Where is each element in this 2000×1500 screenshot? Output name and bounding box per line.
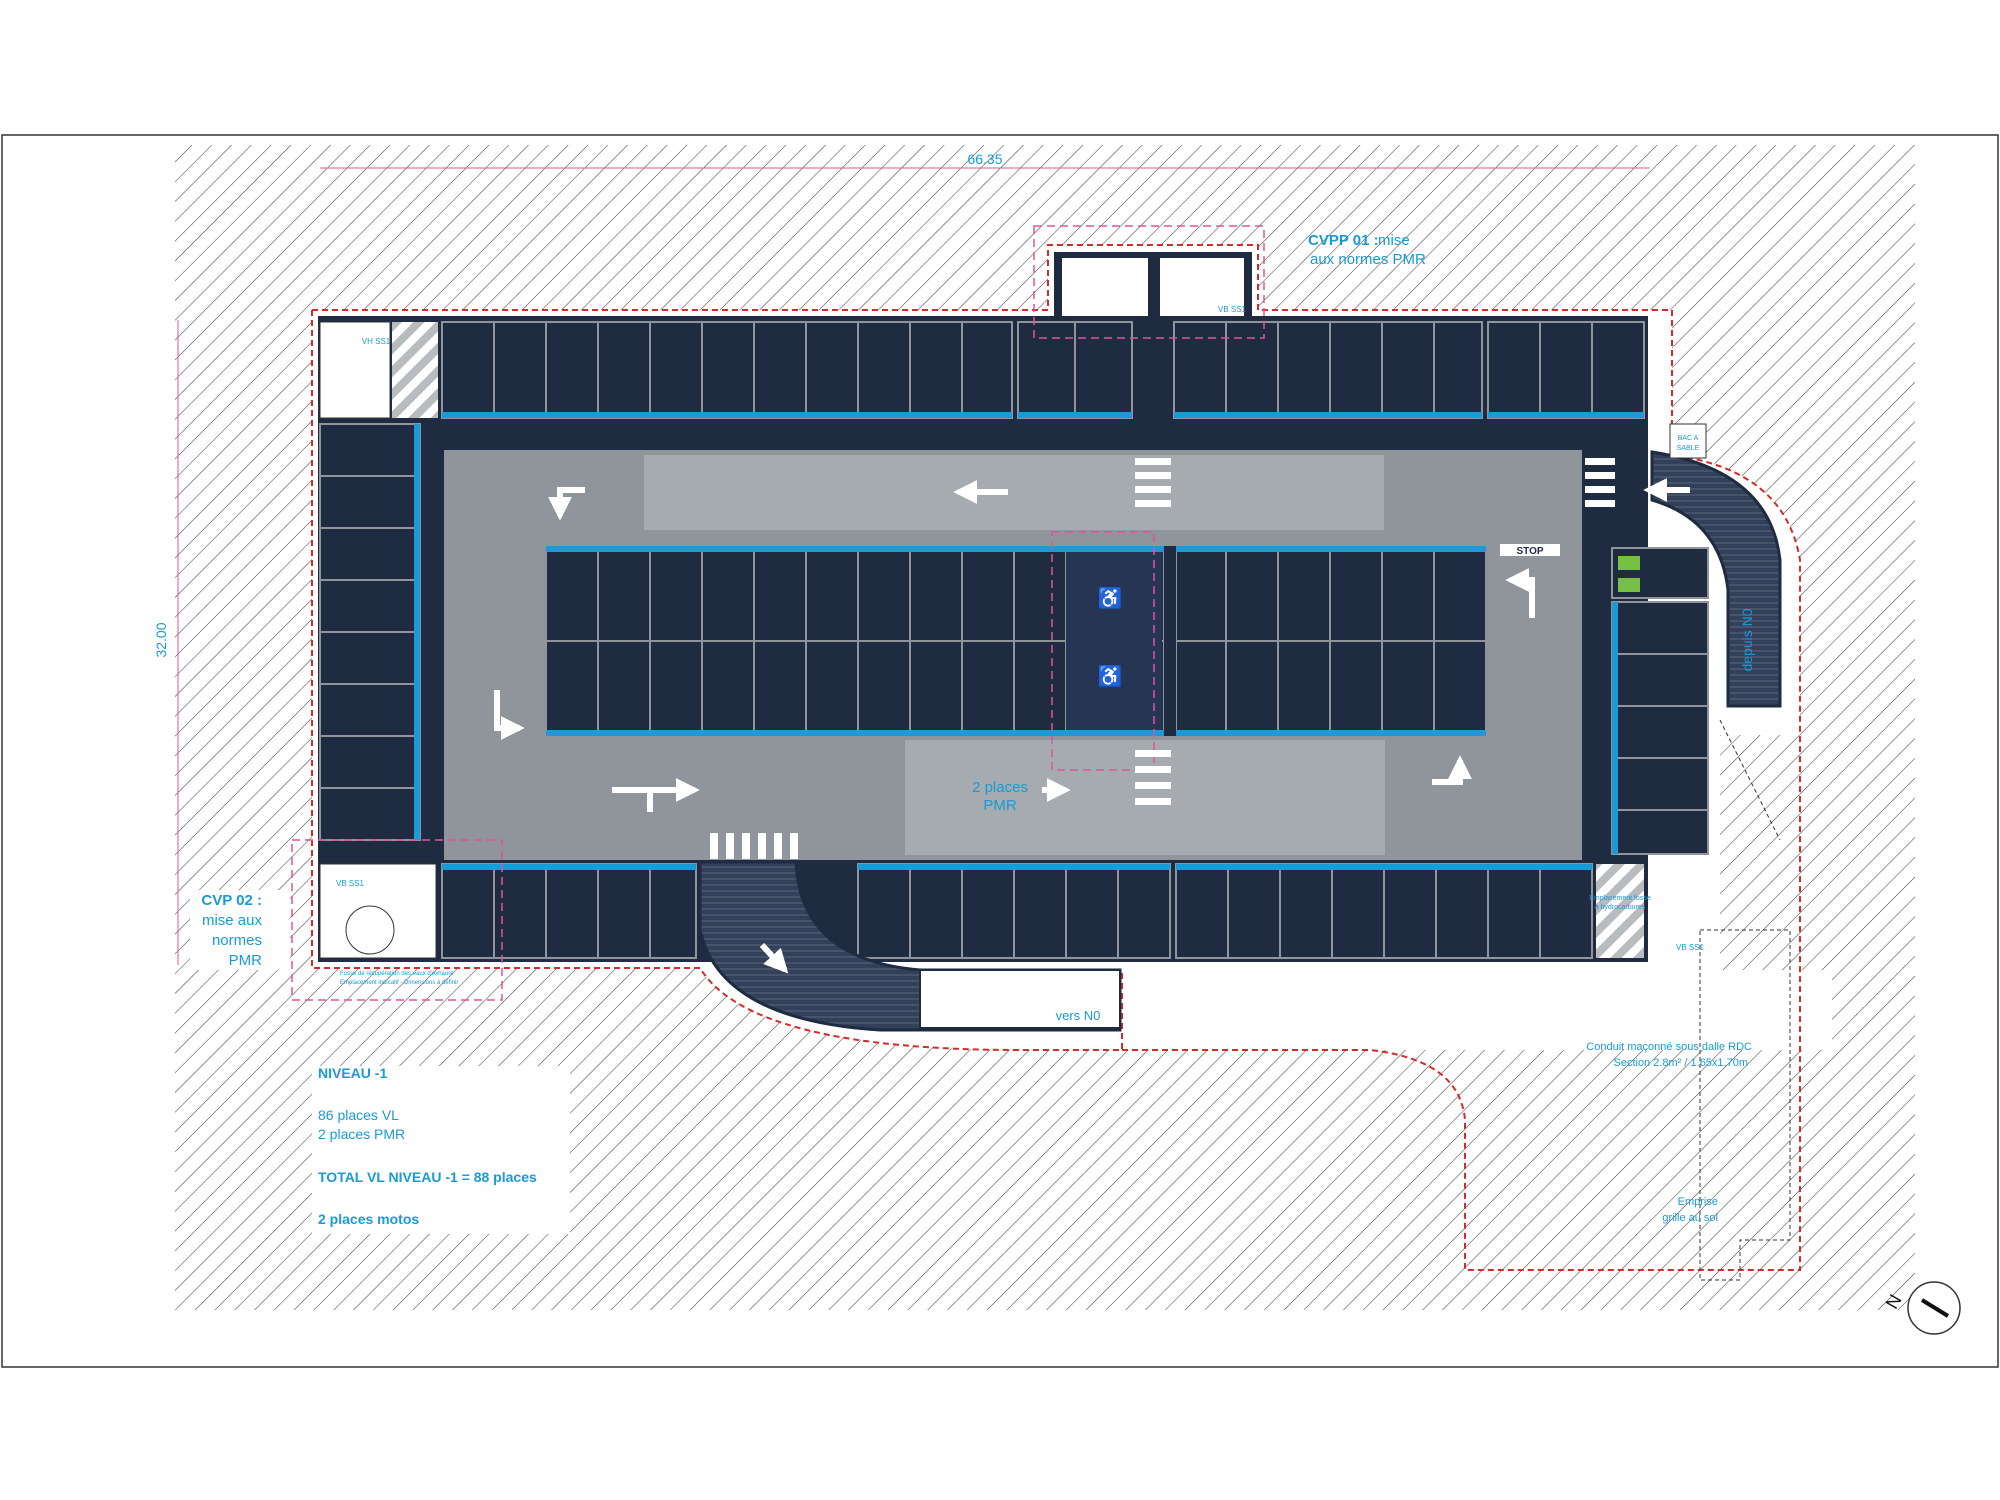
conduit-label-2: Section 2.8m² / 1.65x1.70m: [1613, 1057, 1748, 1069]
vh-ss1-label: VH SS1: [362, 337, 391, 346]
ramp-south-exit: [919, 969, 1121, 1029]
vb-ss1-right-label: VB SS1: [1676, 943, 1705, 952]
cvp02-line3: PMR: [229, 952, 263, 969]
stalls-top-row: [441, 321, 1645, 419]
ramp-northeast: [1650, 450, 1782, 708]
stalls-left-column: [319, 423, 421, 841]
cvpp01-line2: aux normes PMR: [1310, 251, 1426, 268]
summary-total: TOTAL VL NIVEAU -1 = 88 places: [318, 1169, 537, 1185]
lift-north-room: [1160, 258, 1244, 316]
pmr-stalls: ♿ ♿: [1066, 552, 1162, 730]
emprise-label-1: Emprise: [1678, 1196, 1718, 1208]
dimension-height-label: 32.00: [153, 622, 169, 657]
stalls-central-island: [545, 545, 1487, 737]
traffic-arrows: [494, 478, 1690, 974]
summary-vl: 86 places VL: [318, 1107, 399, 1123]
pmr-zone-outline: [1051, 531, 1155, 771]
bac-sable-label-1: BAC A: [1678, 435, 1699, 442]
cvpp01-line1: mise: [1378, 232, 1410, 249]
vb-ss1-top-label: VB SS1: [1218, 305, 1247, 314]
cvpp01-title: CVPP 01 :: [1308, 232, 1379, 249]
summary-motos: 2 places motos: [318, 1211, 419, 1227]
property-boundary: [311, 244, 1801, 1271]
emprise-label-2: grille au sol: [1662, 1212, 1718, 1224]
crosswalks: [710, 458, 1615, 859]
zebra-nw: [392, 322, 438, 418]
summary-box: [312, 1066, 570, 1234]
stalls-right-column: [1611, 547, 1709, 855]
dimension-width: 66.35: [320, 151, 1650, 169]
stop-marking: [1500, 544, 1560, 556]
moto-slot-1-icon: [1618, 556, 1640, 570]
vh-ss1-room: [319, 321, 391, 419]
moto-slot-2-icon: [1618, 578, 1640, 592]
pmr-places-line1: 2 places: [972, 779, 1028, 796]
north-arrow: N: [1882, 1281, 1961, 1335]
aisle-north: [644, 455, 1384, 530]
conduit-label-1: Conduit maçonné sous dalle RDC: [1586, 1041, 1752, 1053]
vers-label: vers N0: [1056, 1008, 1101, 1023]
pmr-places-line2: PMR: [983, 797, 1017, 814]
stop-label: STOP: [1516, 546, 1543, 557]
vb-ss1-left-label: VB SS1: [336, 879, 365, 888]
stair-sw-room: [319, 863, 437, 959]
dimension-height: 32.00: [153, 320, 179, 965]
pmr-symbol-top-icon: ♿: [1098, 586, 1123, 610]
stalls-bottom-row: [441, 863, 1593, 959]
stair-north-room: [1062, 258, 1148, 316]
cvpp01-zone-outline: [1033, 225, 1265, 339]
cvp02-line1: mise aux: [202, 912, 263, 929]
fosse-label-1: Fosse de récupération des eaux d'exhaure: [340, 971, 454, 977]
dimension-width-label: 66.35: [967, 151, 1002, 167]
bac-sable-label-2: SABLE: [1677, 445, 1700, 452]
depuis-label: depuis N0: [1739, 608, 1755, 671]
zebra-se: [1596, 864, 1644, 958]
summary-pmr: 2 places PMR: [318, 1126, 405, 1142]
summary-level: NIVEAU -1: [318, 1065, 387, 1081]
conduit-outline: [1699, 719, 1791, 1281]
fosse-label-2: Emplacement indicatif - Dimensions à déf…: [340, 980, 458, 986]
cvp02-line2: normes: [212, 932, 262, 949]
cvp02-zone-outline: [291, 839, 503, 1001]
aisle-south: [905, 740, 1385, 855]
cvp02-title: CVP 02 :: [201, 892, 262, 909]
hydro-label-1: Emplacement fosse: [1589, 895, 1651, 902]
hydro-label-2: à hydrocarbures: [1595, 904, 1646, 911]
south-clearing: [1122, 970, 1832, 1050]
cvp02-clearing: [190, 890, 290, 970]
pmr-symbol-bottom-icon: ♿: [1098, 664, 1123, 688]
bac-sable-box: [1669, 423, 1707, 459]
spiral-stair: [345, 905, 395, 955]
